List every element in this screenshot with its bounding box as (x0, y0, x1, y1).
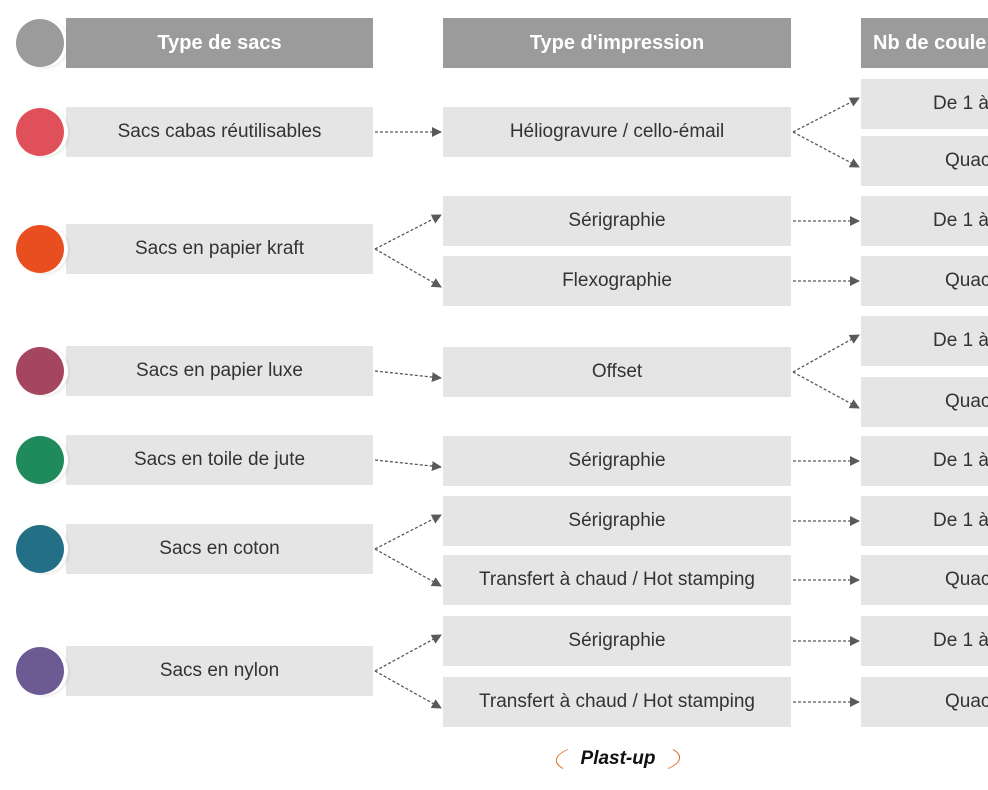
print-type-box: Flexographie (443, 256, 791, 306)
plast-up-logo: Plast-up (551, 740, 685, 778)
bag-to-print-arrow (374, 514, 442, 550)
bag-to-print-arrow (374, 214, 442, 250)
bag-type-box: Sacs en papier kraft (66, 224, 373, 274)
color-count-box: De 1 à (861, 496, 988, 546)
bag-to-print-arrow (374, 370, 442, 383)
color-count-box: De 1 à (861, 79, 988, 129)
bag-type-box: Sacs en toile de jute (66, 435, 373, 485)
bag-color-dot (16, 347, 64, 395)
color-count-box: Quac (861, 377, 988, 427)
bag-to-print-arrow (374, 670, 442, 709)
print-type-box: Offset (443, 347, 791, 397)
bag-color-dot (16, 436, 64, 484)
bag-to-print-arrow (374, 548, 442, 587)
bag-type-box: Sacs en papier luxe (66, 346, 373, 396)
header-circle (16, 19, 64, 67)
color-count-box: Quac (861, 677, 988, 727)
print-type-box: Sérigraphie (443, 436, 791, 486)
bag-color-dot (16, 225, 64, 273)
print-type-box: Transfert à chaud / Hot stamping (443, 555, 791, 605)
bag-type-box: Sacs en coton (66, 524, 373, 574)
print-type-box: Transfert à chaud / Hot stamping (443, 677, 791, 727)
header-bag-type: Type de sacs (66, 18, 373, 68)
print-to-count-arrow (792, 334, 860, 373)
bag-type-box: Sacs en nylon (66, 646, 373, 696)
bag-type-box: Sacs cabas réutilisables (66, 107, 373, 157)
bag-to-print-arrow (374, 248, 442, 288)
color-count-box: De 1 à (861, 616, 988, 666)
print-type-box: Sérigraphie (443, 616, 791, 666)
color-count-box: Quac (861, 555, 988, 605)
header-color-count: Nb de coule (861, 18, 988, 68)
bag-color-dot (16, 647, 64, 695)
header-print-type: Type d'impression (443, 18, 791, 68)
color-count-box: De 1 à (861, 196, 988, 246)
print-type-box: Héliogravure / cello-émail (443, 107, 791, 157)
bag-color-dot (16, 525, 64, 573)
print-to-count-arrow (792, 131, 860, 168)
print-to-count-arrow (792, 371, 860, 409)
print-to-count-arrow (792, 97, 860, 133)
bag-color-dot (16, 108, 64, 156)
color-count-box: Quac (861, 256, 988, 306)
color-count-box: De 1 à (861, 436, 988, 486)
bag-to-print-arrow (374, 459, 442, 472)
print-type-box: Sérigraphie (443, 196, 791, 246)
logo-text: Plast-up (580, 748, 656, 769)
color-count-box: De 1 à (861, 316, 988, 366)
print-type-box: Sérigraphie (443, 496, 791, 546)
bag-to-print-arrow (374, 634, 442, 672)
color-count-box: Quac (861, 136, 988, 186)
